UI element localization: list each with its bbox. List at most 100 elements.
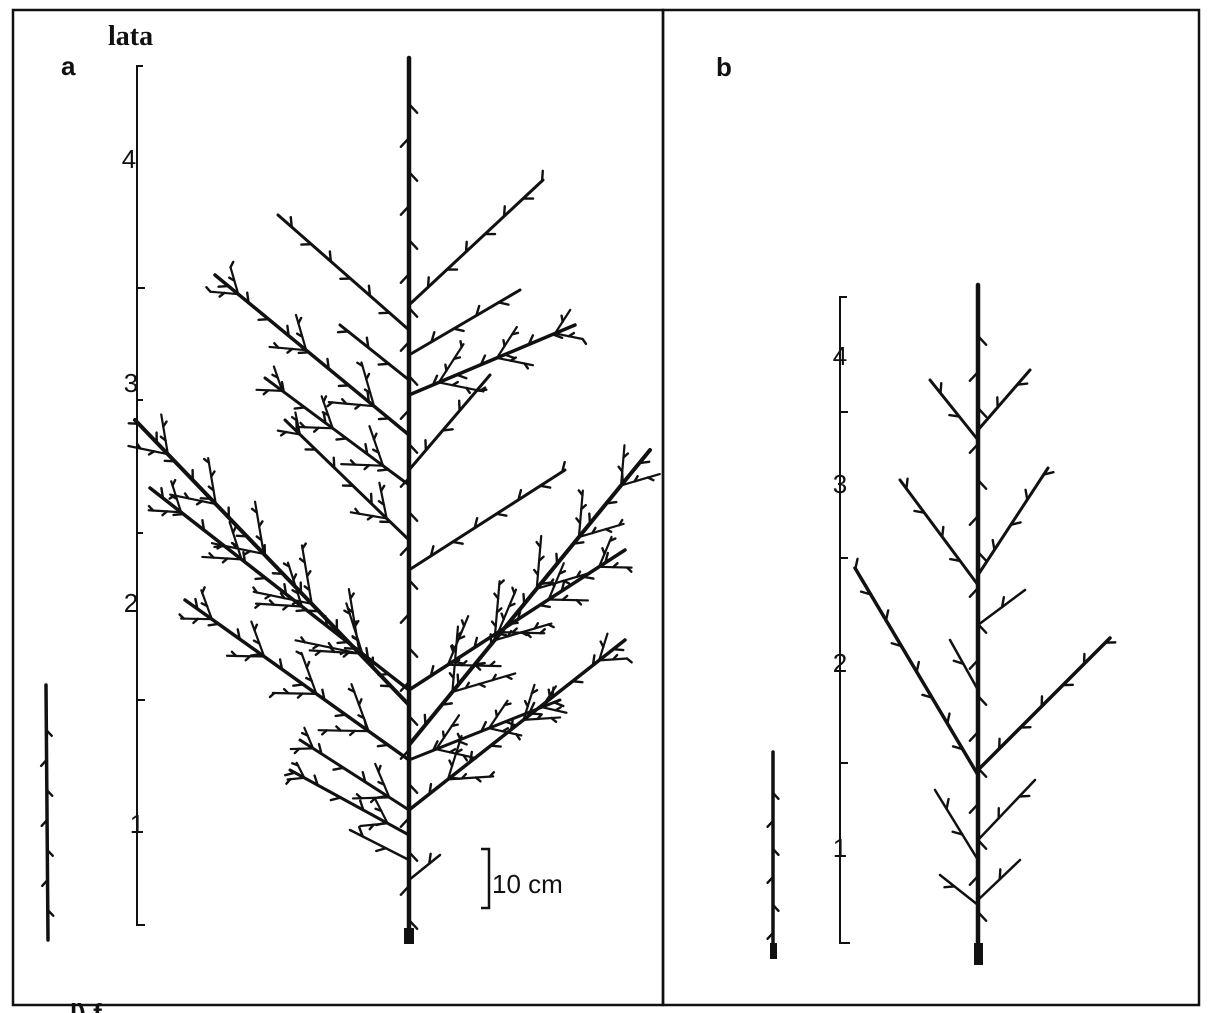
shoot-segment <box>978 780 1035 840</box>
leaf-bud <box>944 886 954 887</box>
panel-b-year-1: 1 <box>833 833 847 863</box>
shoot-segment <box>549 599 588 600</box>
leaf-bud <box>556 554 557 564</box>
scale-bar: 10 cm <box>481 849 563 908</box>
leaf-bud <box>512 333 518 334</box>
leaf-bud <box>606 529 611 532</box>
leaf-bud <box>589 514 590 524</box>
leaf-bud <box>584 577 594 579</box>
leaf-bud <box>947 799 949 809</box>
leaf-bud <box>327 359 328 369</box>
leaf-bud <box>475 663 485 664</box>
leaf-bud <box>237 536 247 537</box>
leaf-bud <box>338 331 348 332</box>
shoot-segment <box>353 797 389 798</box>
leaf-bud <box>540 605 550 607</box>
leaf-bud <box>368 516 373 519</box>
scale-bar-label: 10 cm <box>492 869 563 899</box>
leaf-bud <box>379 674 389 675</box>
shoot-segment <box>448 776 493 779</box>
leaf-bud <box>452 725 458 726</box>
leaf-bud <box>265 595 270 598</box>
leaf-bud <box>211 471 214 476</box>
panel-b-year-4: 4 <box>833 341 847 371</box>
leaf-bud <box>379 418 389 419</box>
panel-a-year-2: 2 <box>124 588 138 618</box>
leaf-bud <box>381 686 391 687</box>
leaf-bud <box>161 488 163 498</box>
shoot-segment <box>291 748 313 749</box>
leaf-bud <box>453 662 463 664</box>
shoot-segment <box>341 464 383 466</box>
leaf-bud <box>540 486 550 488</box>
leaf-bud <box>542 171 543 181</box>
leaf-bud <box>593 655 595 665</box>
leaf-bud <box>215 546 225 547</box>
leaf-bud <box>479 684 484 687</box>
leaf-bud <box>504 206 505 216</box>
leaf-bud <box>291 217 292 227</box>
leaf-bud <box>569 333 574 336</box>
shoot-segment <box>978 638 1110 770</box>
shoot-segment <box>46 685 48 940</box>
leaf-bud <box>339 385 349 386</box>
leaf-bud <box>573 542 583 543</box>
leaf-bud <box>165 461 175 462</box>
leaf-bud <box>273 573 283 574</box>
leaf-bud <box>1026 490 1028 500</box>
shoot-segment <box>448 665 501 666</box>
leaf-bud <box>505 704 511 705</box>
leaf-bud <box>917 662 919 672</box>
panel-b-label: b <box>716 52 732 82</box>
shoot-segment <box>542 707 567 713</box>
leaf-bud <box>562 316 563 322</box>
shoot-base <box>974 943 983 965</box>
panel-a-small-shoot <box>41 685 53 940</box>
leaf-bud <box>173 480 176 485</box>
leaf-bud <box>368 392 369 402</box>
leaf-bud <box>367 338 368 348</box>
leaf-bud <box>502 614 504 620</box>
leaf-bud <box>453 382 458 385</box>
leaf-bud <box>1019 796 1029 797</box>
shoot-segment <box>978 468 1048 575</box>
leaf-bud <box>496 711 497 717</box>
leaf-bud <box>231 262 234 267</box>
leaf-bud <box>299 352 309 353</box>
leaf-bud <box>450 749 455 752</box>
shoot-segment <box>409 550 625 690</box>
leaf-bud <box>499 302 509 304</box>
leaf-bud <box>552 688 554 698</box>
leaf-bud <box>218 286 228 287</box>
leaf-bud <box>449 761 452 766</box>
leaf-bud <box>297 610 307 611</box>
panel-a-year-4: 4 <box>122 144 136 174</box>
leaf-bud <box>602 548 604 554</box>
leaf-bud <box>197 501 202 504</box>
leaf-bud <box>1017 384 1027 385</box>
leaf-bud <box>532 714 542 715</box>
leaf-bud <box>503 340 504 346</box>
shoot-segment <box>273 693 317 694</box>
leaf-bud <box>906 479 907 489</box>
leaf-bud <box>552 581 554 587</box>
leaf-bud <box>541 583 551 584</box>
leaf-bud <box>454 357 460 358</box>
leaf-bud <box>324 396 326 401</box>
leaf-bud <box>336 715 346 716</box>
leaf-bud <box>506 676 511 679</box>
leaf-bud <box>313 645 318 648</box>
leaf-bud <box>993 540 995 550</box>
leaf-bud <box>270 693 274 697</box>
leaf-bud <box>331 798 341 800</box>
leaf-bud <box>245 551 250 554</box>
leaf-bud <box>855 559 857 569</box>
leaf-bud <box>606 502 616 503</box>
leaf-bud <box>129 423 139 424</box>
leaf-bud <box>325 616 327 626</box>
leaf-bud <box>443 429 453 430</box>
leaf-bud <box>350 593 353 598</box>
leaf-bud <box>338 642 348 643</box>
leaf-bud <box>556 707 561 710</box>
